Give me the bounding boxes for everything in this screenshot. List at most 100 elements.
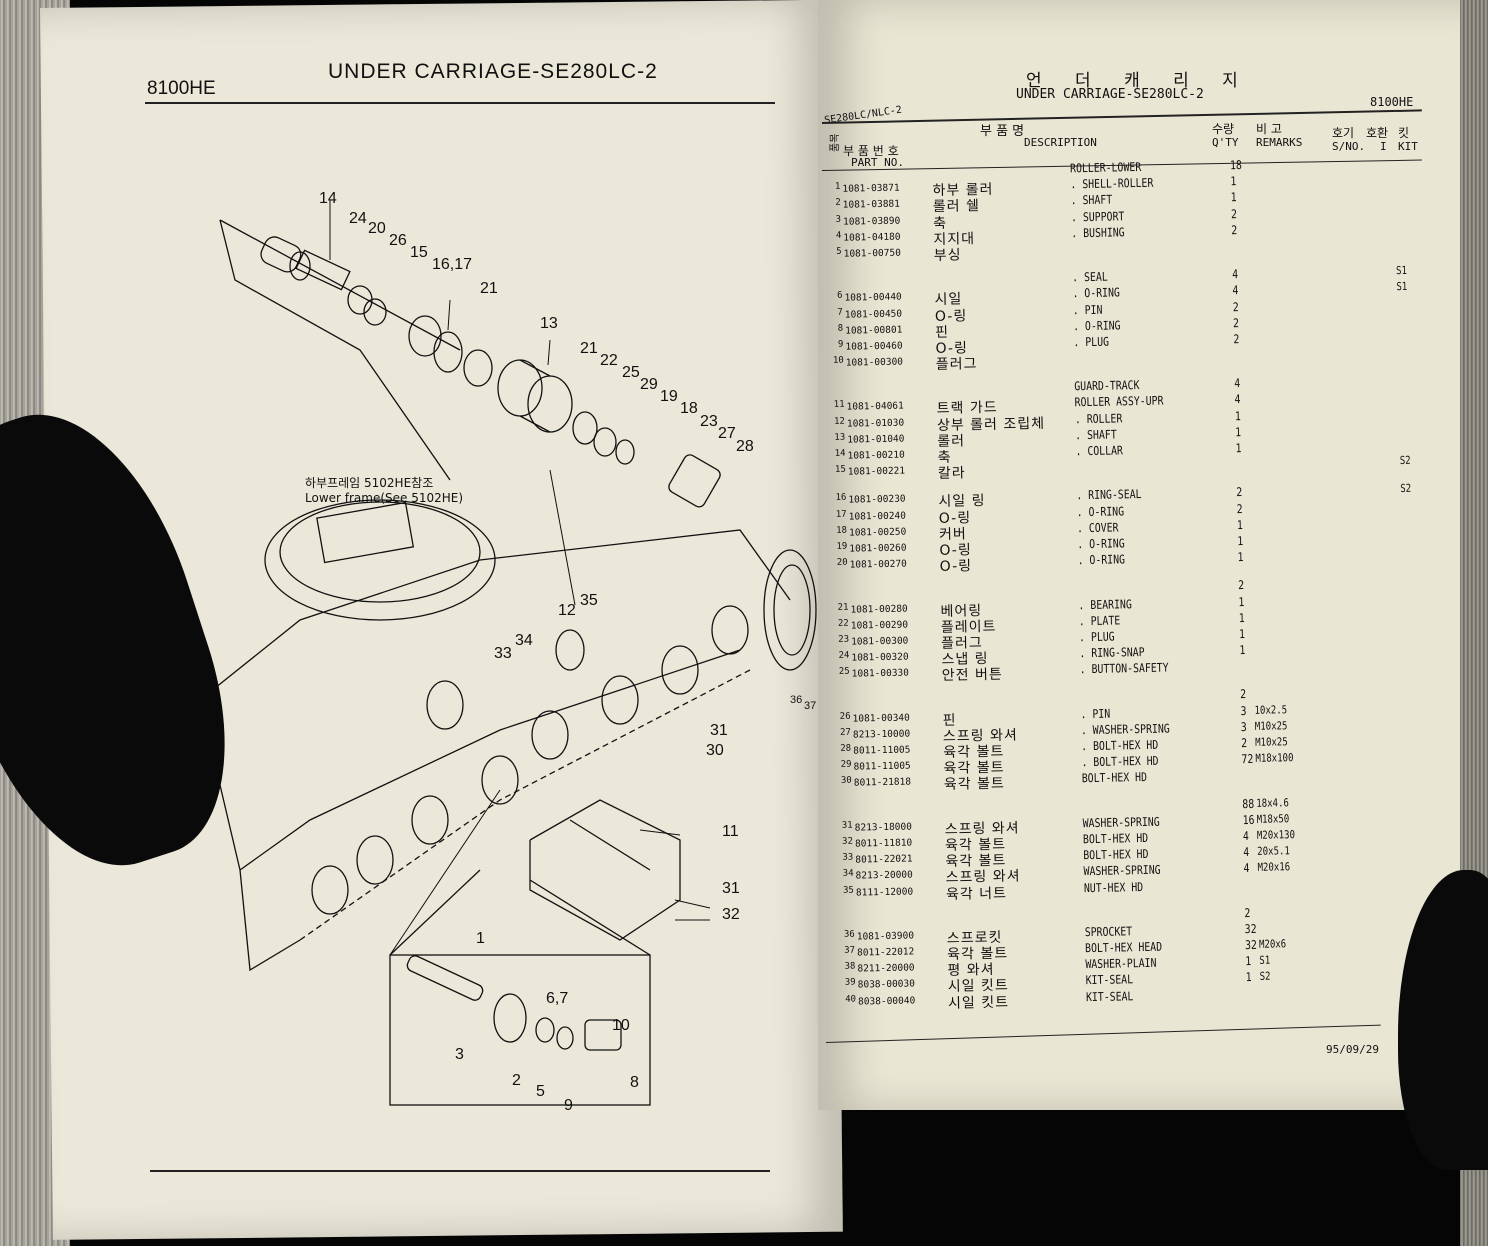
part-item-no: 4 <box>835 230 842 241</box>
part-item-no: 26 <box>839 711 851 722</box>
part-description: . PLUG <box>1078 629 1115 645</box>
lower-frame-ref-ko: 하부프레임 5102HE참조 <box>305 476 434 490</box>
part-number: 1081-00280 <box>850 603 908 616</box>
part-item-no: 38 <box>844 961 856 973</box>
header-desc-en: DESCRIPTION <box>1024 136 1097 149</box>
right-page <box>818 0 1470 1110</box>
part-description: KIT-SEAL <box>1085 972 1134 988</box>
part-number: 1081-04180 <box>843 231 901 244</box>
part-qty: 2 <box>1244 905 1251 920</box>
part-qty: 32 <box>1244 921 1257 936</box>
callout-10: 10 <box>612 1017 630 1034</box>
callout-26: 26 <box>389 232 407 249</box>
part-description: BOLT-HEX HD <box>1081 770 1148 786</box>
part-item-no: 12 <box>833 416 846 427</box>
callout-21: 21 <box>480 280 498 297</box>
part-description: WASHER-SPRING <box>1083 863 1161 879</box>
callout-23: 23 <box>700 413 718 430</box>
part-description: . ROLLER <box>1074 410 1123 426</box>
callout-9: 9 <box>564 1097 573 1114</box>
part-qty: 4 <box>1232 267 1239 282</box>
part-description: NUT-HEX HD <box>1083 879 1144 895</box>
part-item-no: 39 <box>844 978 856 989</box>
part-item-no: 33 <box>842 852 854 863</box>
part-number: 8213-18000 <box>854 821 913 834</box>
part-qty: 1 <box>1236 517 1244 532</box>
part-qty: 1 <box>1234 408 1241 423</box>
part-item-no: 25 <box>838 666 850 678</box>
part-item-no: 5 <box>836 246 842 257</box>
part-description: . SUPPORT <box>1070 208 1125 224</box>
part-description: . PIN <box>1080 706 1111 721</box>
part-name-ko: 칼라 <box>937 465 966 483</box>
part-qty: 72 <box>1241 752 1254 767</box>
part-number: 1081-00250 <box>848 526 907 539</box>
part-description: . BOLT-HEX HD <box>1081 753 1159 770</box>
part-number: 1081-00750 <box>843 247 901 260</box>
part-number: 1081-00300 <box>845 356 904 369</box>
part-description: WASHER-PLAIN <box>1085 956 1157 972</box>
header-interchange-en: I <box>1380 140 1387 153</box>
part-item-no: 23 <box>838 634 850 645</box>
print-date: 95/09/29 <box>1326 1043 1379 1056</box>
lower-frame-ref-en: Lower frame(See 5102HE) <box>305 491 464 505</box>
header-kit-ko: 킷 <box>1398 126 1410 140</box>
right-title-en: UNDER CARRIAGE-SE280LC-2 <box>1016 87 1204 102</box>
part-remarks: 20x5.1 <box>1257 844 1290 858</box>
part-item-no: 6 <box>836 291 843 302</box>
part-qty: 4 <box>1243 861 1250 876</box>
part-number: 8038-00030 <box>857 978 916 991</box>
part-description: . O-RING <box>1077 536 1125 552</box>
part-number: 8011-22021 <box>855 853 913 866</box>
part-item-no: 29 <box>840 759 852 771</box>
callout-14: 14 <box>319 190 337 207</box>
header-remarks-en: REMARKS <box>1256 136 1303 149</box>
part-number: 1081-00801 <box>845 324 903 337</box>
part-qty: 2 <box>1232 315 1240 330</box>
part-description: . O-RING <box>1072 285 1121 301</box>
callout-35: 35 <box>580 592 598 609</box>
part-kit: S2 <box>1400 482 1412 496</box>
callout-18: 18 <box>680 400 698 417</box>
part-number: 1081-00260 <box>849 542 907 555</box>
part-remarks: 18x4.6 <box>1256 795 1290 810</box>
part-number: 8111-12000 <box>855 885 914 899</box>
part-number: 8011-11005 <box>853 760 911 773</box>
part-item-no: 8 <box>837 323 844 334</box>
callout-30: 30 <box>706 742 724 759</box>
part-description: . COVER <box>1076 520 1119 535</box>
part-name-ko: 육각 너트 <box>945 885 1008 903</box>
part-qty: 2 <box>1233 331 1240 347</box>
part-qty: 2 <box>1237 578 1245 593</box>
part-item-no: 7 <box>837 307 843 318</box>
part-qty: 2 <box>1240 687 1247 702</box>
callout-3: 3 <box>455 1046 464 1063</box>
part-number: 8213-10000 <box>852 728 911 741</box>
part-item-no: 10 <box>832 355 844 366</box>
part-description: . SHELL-ROLLER <box>1070 175 1154 192</box>
part-number: 1081-00240 <box>848 510 907 523</box>
callout-11: 11 <box>722 823 739 840</box>
left-page-code: 8100HE <box>147 78 216 99</box>
part-description: BOLT-HEX HD <box>1082 830 1149 847</box>
part-description: BOLT-HEX HEAD <box>1084 939 1163 956</box>
left-footer-rule <box>150 1170 770 1172</box>
part-item-no: 28 <box>840 743 852 754</box>
part-number: 1081-03871 <box>842 182 900 195</box>
callout-8: 8 <box>630 1074 639 1091</box>
header-desc-ko: 부 품 명 <box>980 124 1025 139</box>
callout-27: 27 <box>718 425 736 442</box>
part-remarks: M18x50 <box>1256 811 1290 826</box>
part-item-no: 17 <box>835 509 847 520</box>
part-number: 1081-03890 <box>842 215 901 228</box>
part-item-no: 16 <box>835 493 847 504</box>
part-qty: 4 <box>1234 392 1241 407</box>
callout-37: 37 <box>804 700 817 712</box>
part-description: SPROCKET <box>1084 924 1133 940</box>
header-remarks-ko: 비 고 <box>1256 122 1282 136</box>
part-number: 1081-00300 <box>851 635 909 648</box>
part-description: ROLLER-LOWER <box>1069 159 1142 176</box>
